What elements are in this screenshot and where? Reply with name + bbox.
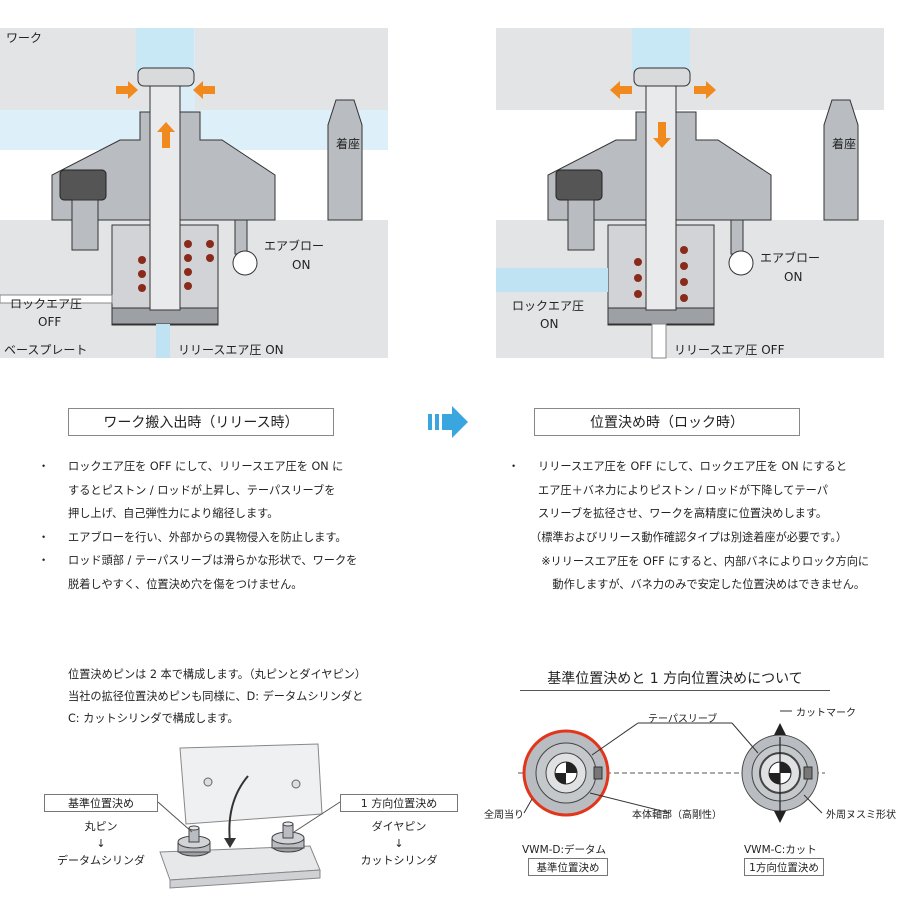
screw-shank — [567, 199, 595, 251]
release-air-line — [651, 323, 667, 359]
lock-air-line — [496, 268, 608, 292]
release-arrows — [116, 81, 215, 148]
air-blow-label: エアブロー — [264, 238, 324, 253]
air-channel-top — [632, 28, 690, 72]
air-blow-label: エアブロー — [760, 250, 820, 265]
release-air-label: リリースエア圧 ON — [178, 343, 284, 357]
screw-head — [555, 169, 603, 201]
lock-air-line — [0, 294, 113, 304]
transition-arrow-icon — [428, 406, 468, 438]
seat-label: 着座 — [336, 136, 360, 151]
pin-leader-lines — [157, 801, 341, 833]
datum-cut-diagram — [518, 710, 825, 823]
placement-arrow — [228, 775, 249, 843]
air-blow-state: ON — [784, 270, 802, 284]
release-air-label: リリースエア圧 OFF — [674, 343, 785, 357]
list-item: ・リリースエア圧を OFF にして、ロックエア圧を ON にすると エア圧＋バネ… — [508, 460, 848, 521]
air-channel-top — [136, 28, 194, 72]
full-contact-label: 全周当り — [484, 810, 524, 821]
air-blow-tube — [234, 219, 248, 255]
title-underline — [520, 690, 830, 691]
body-shaft-label: 本体軸部（高剛性） — [632, 810, 722, 821]
lock-arrows — [610, 81, 716, 148]
air-blow-state: ON — [292, 258, 310, 272]
release-bullet-list: ・ロックエア圧を OFF にして、リリースエア圧を ON に するとピストン /… — [38, 455, 418, 597]
vwm-d-box: 基準位置決め — [528, 858, 608, 876]
work-label: ワーク — [6, 31, 42, 45]
positioning-title: 基準位置決めと 1 方向位置決めについて — [547, 671, 803, 687]
spring-left — [138, 240, 214, 292]
base-label: ベースプレート — [4, 343, 87, 357]
taper-sleeve-label: テーパスリーブ — [648, 714, 718, 725]
release-title: ワーク搬入出時（リリース時） — [68, 408, 334, 436]
lock-air-state: ON — [540, 317, 558, 331]
vwm-d-label: VWM-D:データム — [522, 844, 607, 856]
datum-text: 丸ピン ↓ データムシリンダ — [57, 820, 145, 867]
rod-head — [633, 67, 691, 87]
vwm-c-label: VWM-C:カット — [744, 844, 817, 856]
outer-relief-label: 外周ヌスミ形状 — [826, 810, 896, 821]
two-pin-illustration — [159, 743, 323, 889]
lock-title: 位置決め時（ロック時） — [534, 408, 800, 436]
seat-post — [823, 99, 859, 221]
release-state-diagram: ワーク 着座 エアブロー ON ロックエア圧 OFF ベースプレート リリースエ… — [0, 28, 388, 358]
list-item: ・エアブローを行い、外部からの異物侵入を防止します。 — [38, 530, 347, 544]
lock-air-state: OFF — [38, 315, 61, 329]
air-blow-port — [232, 250, 258, 276]
lock-state-diagram: 着座 エアブロー ON ロックエア圧 ON リリースエア圧 OFF — [496, 28, 884, 359]
list-item: ・ロッド頭部 / テーパスリーブは滑らかな形状で、ワークを 脱着しやすく、位置決… — [38, 554, 358, 591]
rod-head — [137, 67, 195, 87]
list-item: ・ロックエア圧を OFF にして、リリースエア圧を ON に するとピストン /… — [38, 460, 344, 521]
pin-intro: 位置決めピンは 2 本で構成します。（丸ピンとダイヤピン） 当社の拡径位置決めピ… — [68, 668, 367, 725]
cut-mark-label: カットマーク — [796, 708, 856, 719]
cut-text: ダイヤピン ↓ カットシリンダ — [360, 820, 438, 867]
screw-shank — [71, 199, 99, 251]
lock-air-label: ロックエア圧 — [512, 299, 584, 313]
piston-rod — [149, 81, 181, 311]
vwm-c-box: 1方向位置決め — [744, 858, 824, 876]
datum-box: 基準位置決め — [44, 794, 158, 812]
air-blow-tube — [730, 219, 744, 255]
seat-label: 着座 — [832, 136, 856, 151]
spring-right — [634, 246, 688, 302]
lock-bullet-list: ・リリースエア圧を OFF にして、ロックエア圧を ON にすると エア圧＋バネ… — [508, 455, 898, 526]
seat-post — [327, 99, 363, 221]
release-air-line — [156, 324, 170, 358]
piston-rod — [645, 81, 677, 311]
lock-air-label: ロックエア圧 — [10, 297, 82, 311]
screw-head — [59, 169, 107, 201]
lock-notes: （標準およびリリース動作確認タイプは別途着座が必要です。） ※リリースエア圧を … — [530, 531, 870, 592]
air-blow-port — [728, 250, 754, 276]
cut-box: 1 方向位置決め — [340, 794, 458, 812]
